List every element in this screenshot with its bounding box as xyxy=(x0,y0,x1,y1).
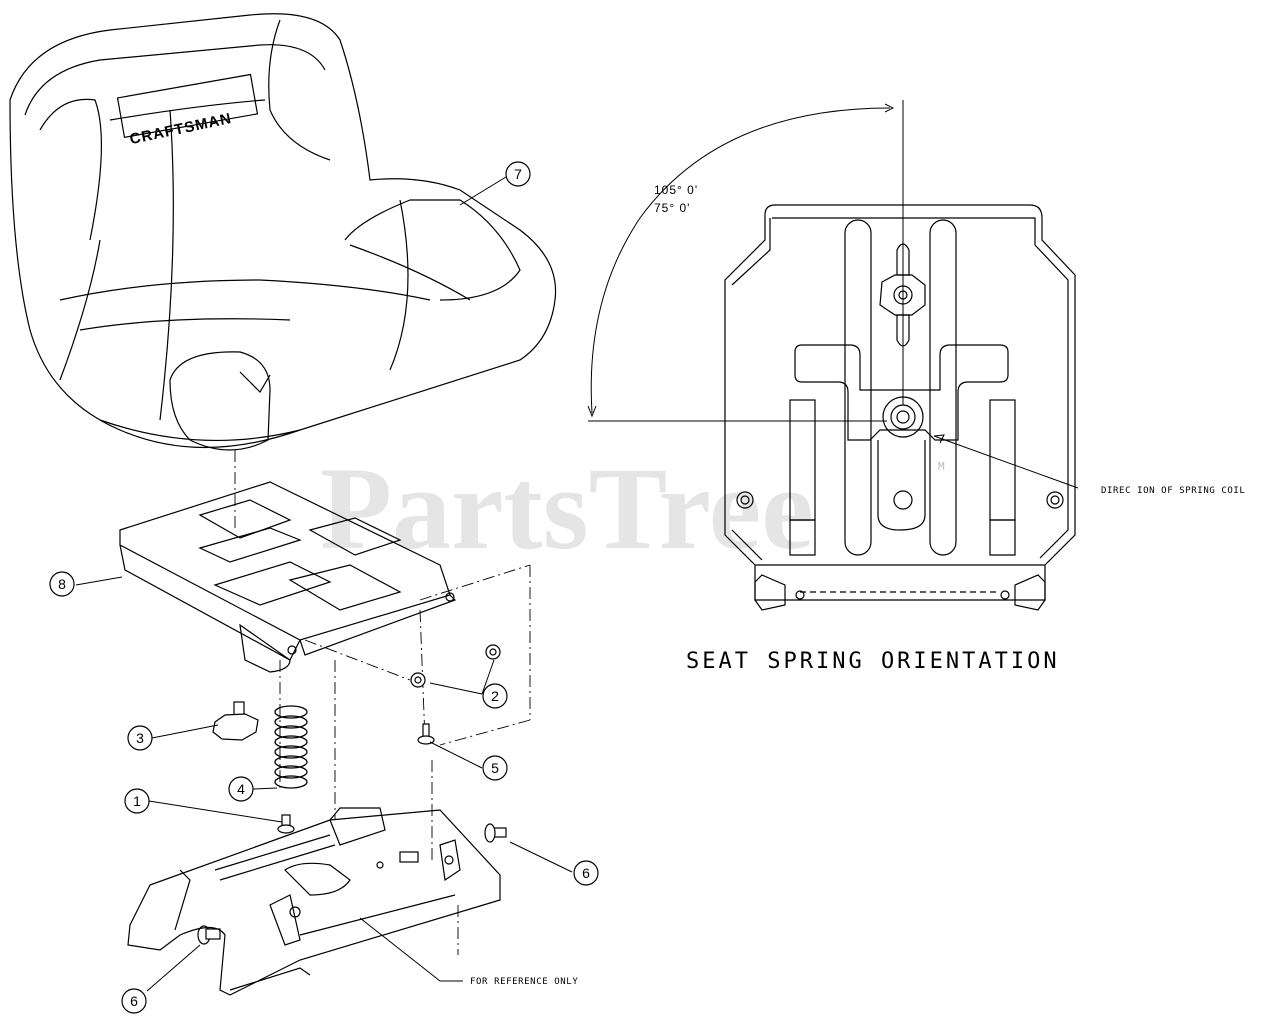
callout-circle-5 xyxy=(482,755,508,781)
seat-pan-drawing xyxy=(119,481,457,673)
assembly-guide-lines xyxy=(234,450,531,955)
seat-drawing xyxy=(9,13,557,451)
watermark: PartsTree xyxy=(320,443,814,574)
brand-label: CRAFTSMAN xyxy=(128,110,233,148)
spring-drawing xyxy=(274,705,308,789)
angle-dimension xyxy=(587,100,1079,489)
angle-label-105: 105° 0' xyxy=(654,183,698,197)
base-frame-drawing xyxy=(127,807,501,996)
callout-circle-6a xyxy=(573,860,599,886)
hardware-drawings xyxy=(197,644,507,945)
part-number-4: 4 xyxy=(237,781,245,797)
leader-lines xyxy=(75,176,573,992)
callout-circle-3 xyxy=(127,725,153,751)
part-number-6-left: 6 xyxy=(130,993,138,1009)
callout-circle-7 xyxy=(505,161,531,187)
orientation-detail xyxy=(724,204,1076,611)
reference-only-label: FOR REFERENCE ONLY xyxy=(470,977,578,987)
part-number-3: 3 xyxy=(136,730,144,746)
callout-circle-1 xyxy=(124,788,150,814)
spring-direction-label: DIREC ION OF SPRING COIL xyxy=(1101,486,1245,496)
orientation-title: SEAT SPRING ORIENTATION xyxy=(686,649,1060,674)
part-number-6-right: 6 xyxy=(582,865,590,881)
callout-circle-6b xyxy=(121,988,147,1014)
callout-circle-8 xyxy=(49,571,75,597)
trademark-mark: M xyxy=(938,460,945,473)
angle-label-75: 75° 0' xyxy=(654,201,690,215)
part-number-1: 1 xyxy=(133,793,141,809)
part-number-2: 2 xyxy=(491,688,499,704)
part-number-7: 7 xyxy=(514,166,522,182)
callout-circle-4 xyxy=(228,776,254,802)
part-number-8: 8 xyxy=(58,576,66,592)
part-number-5: 5 xyxy=(491,760,499,776)
part-callouts xyxy=(49,161,599,1014)
callout-circle-2 xyxy=(482,683,508,709)
